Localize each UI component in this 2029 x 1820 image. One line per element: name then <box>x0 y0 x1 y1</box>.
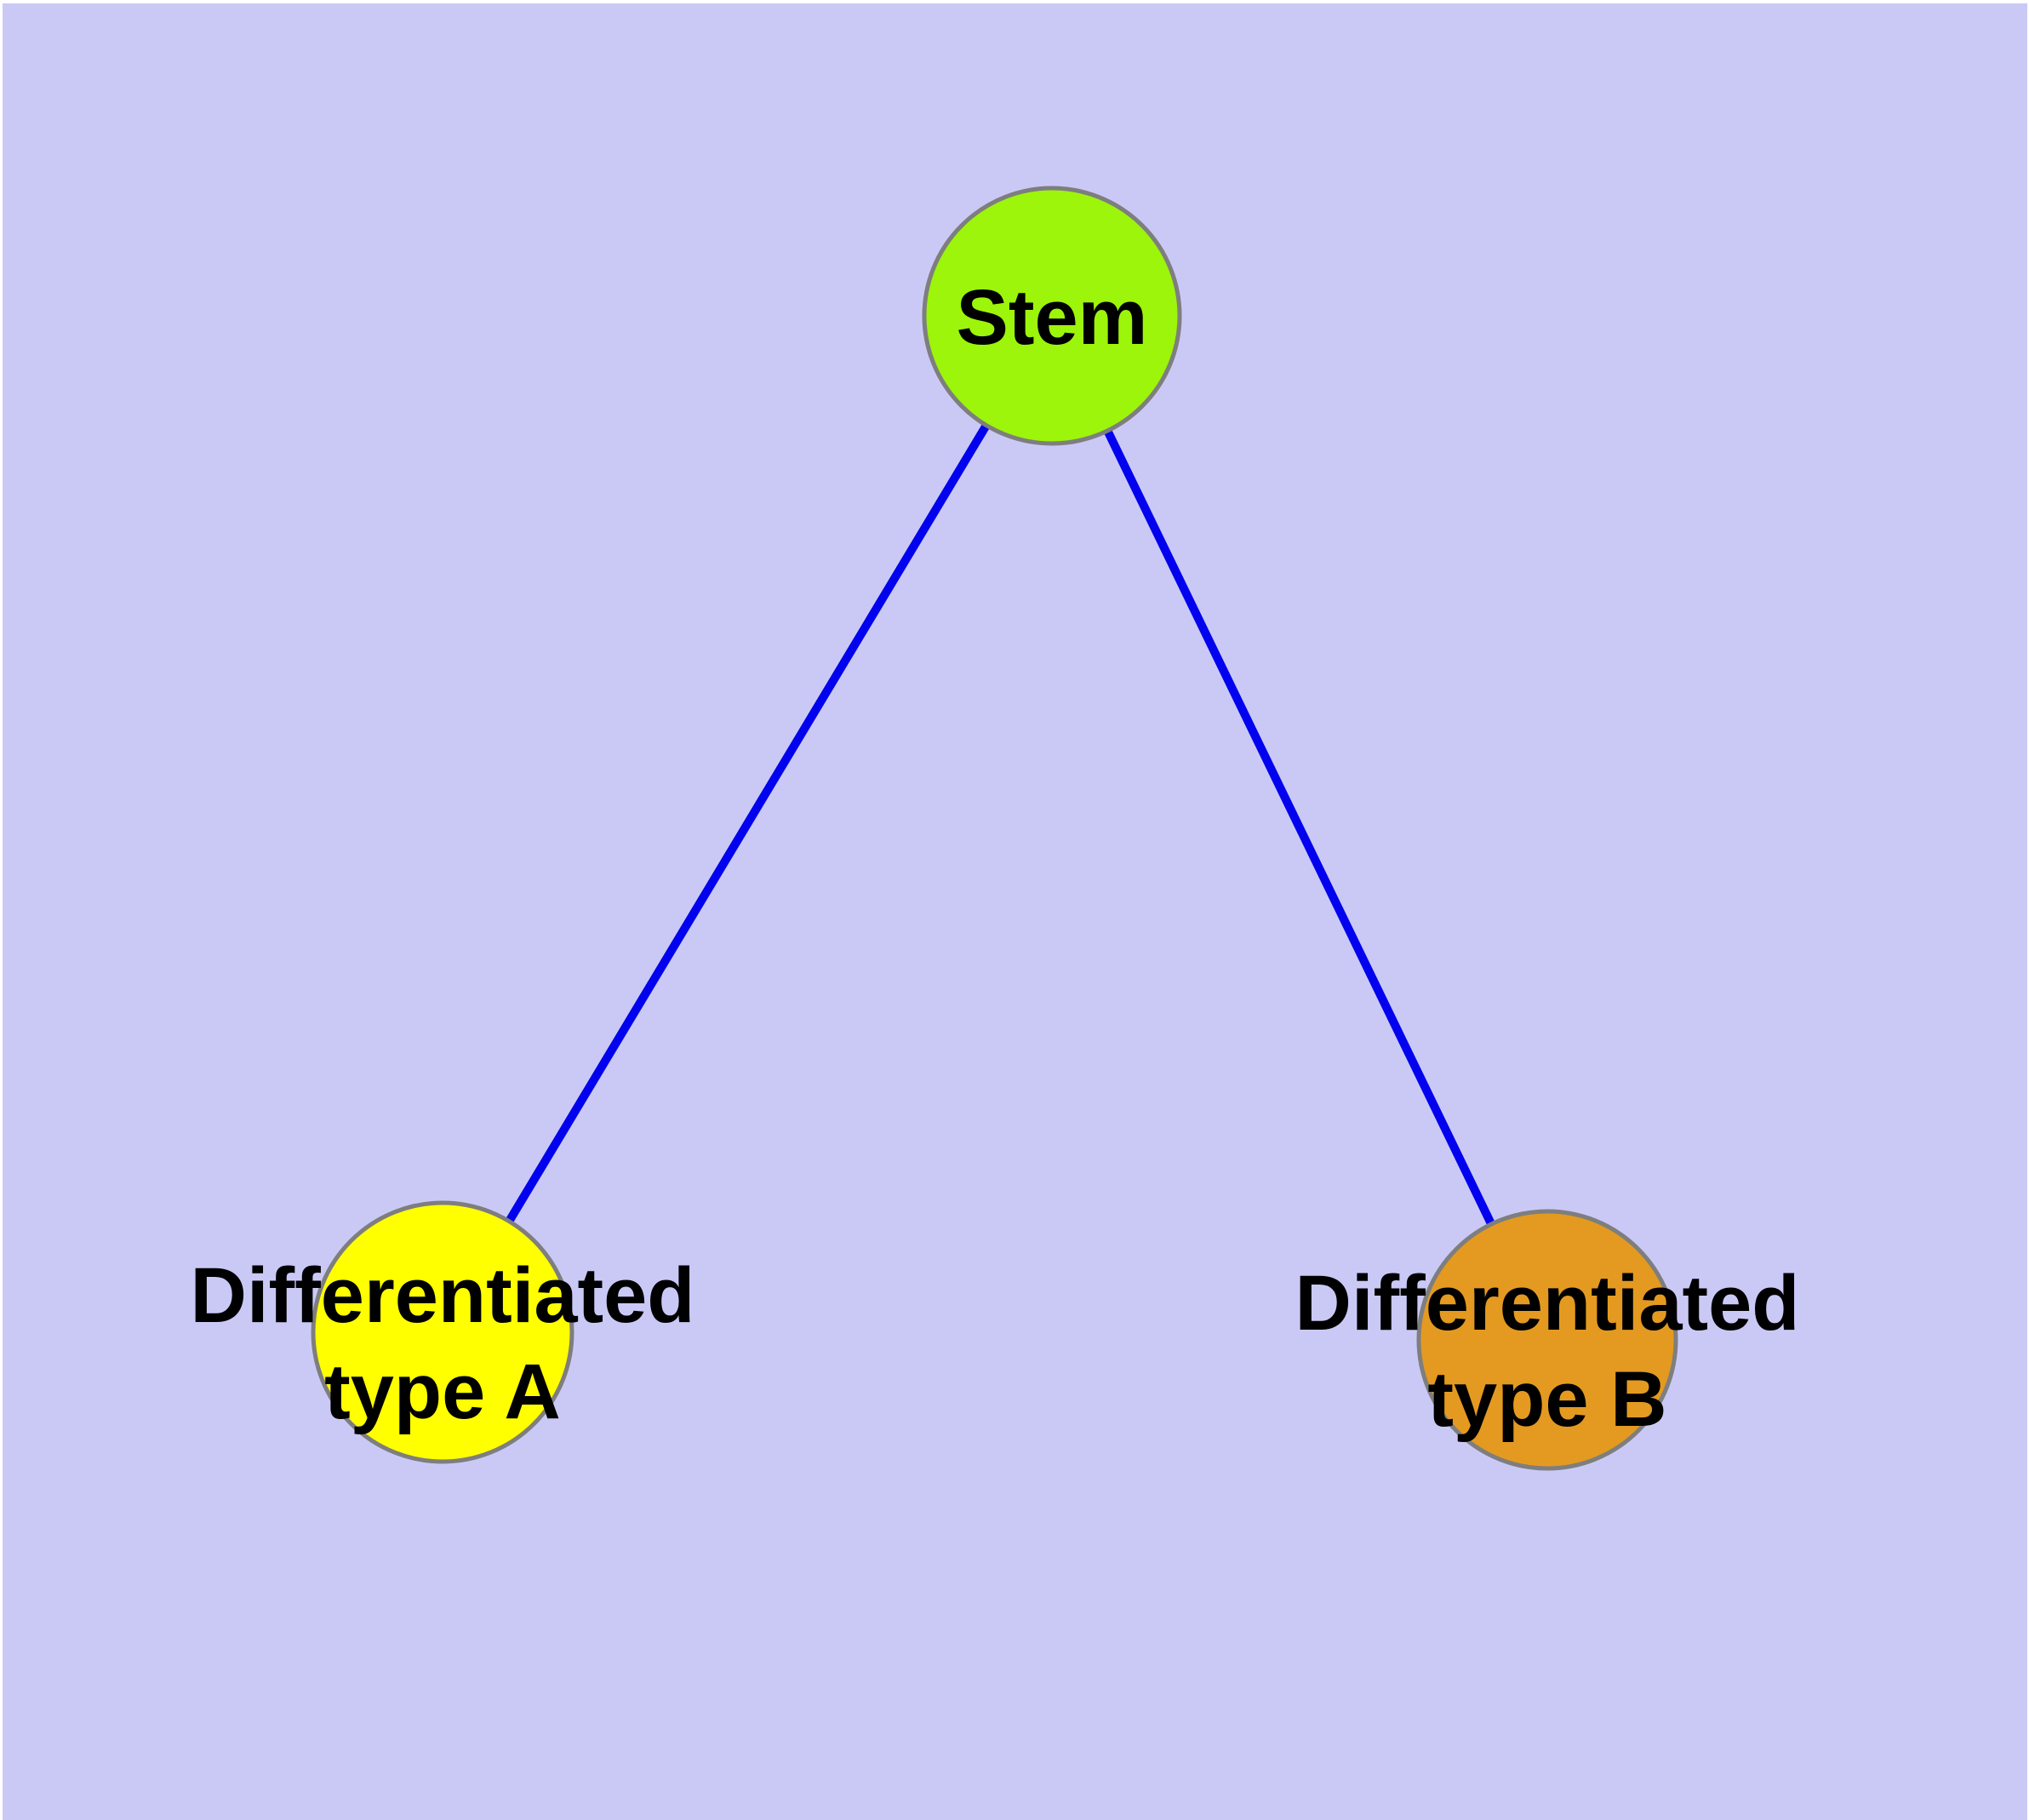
node-differentiated-type-b <box>1416 1209 1678 1471</box>
edge-stem-to-type-a <box>438 313 1056 1335</box>
node-stem <box>922 186 1182 446</box>
node-type-b-label-line2: type B <box>1427 1356 1666 1443</box>
node-stem-label: Stem <box>957 274 1148 361</box>
node-type-a-label-line2: type A <box>324 1348 561 1435</box>
node-type-a-label-line1: Differentiated <box>191 1252 695 1339</box>
edge-stem-to-type-b <box>1048 313 1552 1342</box>
node-differentiated-type-a <box>311 1200 574 1464</box>
node-type-b-label-line1: Differentiated <box>1295 1260 1800 1347</box>
